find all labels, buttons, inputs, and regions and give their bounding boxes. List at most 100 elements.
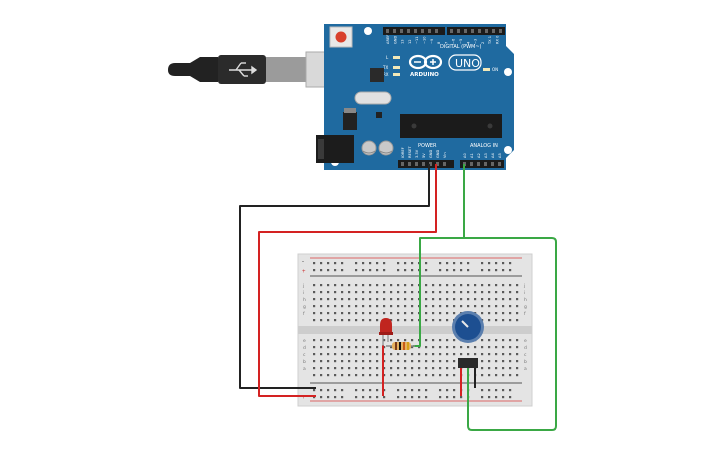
breadboard-hole[interactable] <box>509 346 512 349</box>
breadboard-hole[interactable] <box>355 339 358 342</box>
breadboard-hole[interactable] <box>320 284 323 287</box>
breadboard-hole[interactable] <box>355 389 358 392</box>
breadboard-hole[interactable] <box>376 312 379 315</box>
breadboard-hole[interactable] <box>495 396 498 399</box>
breadboard-hole[interactable] <box>327 339 330 342</box>
breadboard-hole[interactable] <box>362 312 365 315</box>
breadboard-hole[interactable] <box>404 305 407 308</box>
breadboard-hole[interactable] <box>516 353 519 356</box>
breadboard-hole[interactable] <box>502 269 505 272</box>
breadboard-hole[interactable] <box>432 367 435 370</box>
breadboard-hole[interactable] <box>313 298 316 301</box>
breadboard-hole[interactable] <box>418 353 421 356</box>
breadboard-hole[interactable] <box>502 305 505 308</box>
breadboard-hole[interactable] <box>348 291 351 294</box>
breadboard-hole[interactable] <box>320 374 323 377</box>
breadboard-hole[interactable] <box>446 269 449 272</box>
breadboard-hole[interactable] <box>362 353 365 356</box>
breadboard-hole[interactable] <box>439 360 442 363</box>
breadboard-hole[interactable] <box>467 291 470 294</box>
breadboard-hole[interactable] <box>320 389 323 392</box>
breadboard-hole[interactable] <box>341 291 344 294</box>
breadboard-hole[interactable] <box>390 291 393 294</box>
breadboard-hole[interactable] <box>390 339 393 342</box>
breadboard-hole[interactable] <box>411 367 414 370</box>
breadboard-hole[interactable] <box>467 305 470 308</box>
breadboard-hole[interactable] <box>313 312 316 315</box>
breadboard-hole[interactable] <box>320 319 323 322</box>
breadboard-hole[interactable] <box>439 374 442 377</box>
breadboard-hole[interactable] <box>418 346 421 349</box>
breadboard-hole[interactable] <box>320 305 323 308</box>
breadboard-hole[interactable] <box>502 339 505 342</box>
breadboard-hole[interactable] <box>397 262 400 265</box>
breadboard-hole[interactable] <box>397 396 400 399</box>
breadboard-hole[interactable] <box>432 319 435 322</box>
breadboard-hole[interactable] <box>439 353 442 356</box>
breadboard-hole[interactable] <box>467 284 470 287</box>
breadboard-hole[interactable] <box>411 360 414 363</box>
breadboard-hole[interactable] <box>341 396 344 399</box>
breadboard-hole[interactable] <box>334 305 337 308</box>
breadboard-hole[interactable] <box>432 291 435 294</box>
breadboard-hole[interactable] <box>474 353 477 356</box>
breadboard-hole[interactable] <box>418 360 421 363</box>
breadboard-hole[interactable] <box>467 298 470 301</box>
analog-pin-header[interactable] <box>460 160 504 168</box>
breadboard-hole[interactable] <box>439 367 442 370</box>
breadboard-hole[interactable] <box>488 319 491 322</box>
breadboard-hole[interactable] <box>390 353 393 356</box>
breadboard-hole[interactable] <box>453 339 456 342</box>
breadboard-hole[interactable] <box>334 312 337 315</box>
breadboard-hole[interactable] <box>313 262 316 265</box>
breadboard-hole[interactable] <box>488 360 491 363</box>
breadboard-hole[interactable] <box>502 262 505 265</box>
breadboard-hole[interactable] <box>376 353 379 356</box>
breadboard-hole[interactable] <box>383 346 386 349</box>
breadboard-hole[interactable] <box>397 367 400 370</box>
breadboard-hole[interactable] <box>341 346 344 349</box>
breadboard-hole[interactable] <box>467 346 470 349</box>
breadboard-hole[interactable] <box>425 367 428 370</box>
breadboard-hole[interactable] <box>446 305 449 308</box>
breadboard-hole[interactable] <box>404 298 407 301</box>
breadboard-hole[interactable] <box>369 262 372 265</box>
breadboard-hole[interactable] <box>446 374 449 377</box>
breadboard-hole[interactable] <box>432 374 435 377</box>
breadboard-hole[interactable] <box>383 269 386 272</box>
breadboard-hole[interactable] <box>341 298 344 301</box>
breadboard-hole[interactable] <box>369 389 372 392</box>
breadboard-hole[interactable] <box>425 312 428 315</box>
breadboard-hole[interactable] <box>362 269 365 272</box>
breadboard-hole[interactable] <box>355 284 358 287</box>
breadboard-hole[interactable] <box>334 298 337 301</box>
breadboard-hole[interactable] <box>334 291 337 294</box>
breadboard-hole[interactable] <box>509 262 512 265</box>
breadboard-hole[interactable] <box>425 396 428 399</box>
resistor[interactable] <box>386 342 415 350</box>
breadboard-hole[interactable] <box>453 291 456 294</box>
breadboard-hole[interactable] <box>341 360 344 363</box>
breadboard-hole[interactable] <box>348 346 351 349</box>
breadboard-hole[interactable] <box>362 396 365 399</box>
breadboard-hole[interactable] <box>516 346 519 349</box>
breadboard-hole[interactable] <box>446 346 449 349</box>
breadboard-hole[interactable] <box>355 269 358 272</box>
breadboard-hole[interactable] <box>362 291 365 294</box>
breadboard-hole[interactable] <box>313 353 316 356</box>
breadboard-hole[interactable] <box>488 291 491 294</box>
breadboard-hole[interactable] <box>369 346 372 349</box>
arduino-uno-board[interactable]: DIGITAL (PWM~) L TX RX ON ARDUINO UNO <box>316 24 514 170</box>
breadboard-hole[interactable] <box>362 346 365 349</box>
breadboard-hole[interactable] <box>411 346 414 349</box>
breadboard-hole[interactable] <box>439 284 442 287</box>
breadboard-hole[interactable] <box>516 305 519 308</box>
breadboard-hole[interactable] <box>313 367 316 370</box>
breadboard-hole[interactable] <box>327 374 330 377</box>
breadboard-hole[interactable] <box>404 291 407 294</box>
breadboard-hole[interactable] <box>334 353 337 356</box>
breadboard-hole[interactable] <box>516 298 519 301</box>
breadboard-hole[interactable] <box>502 367 505 370</box>
breadboard-hole[interactable] <box>467 269 470 272</box>
breadboard-hole[interactable] <box>411 262 414 265</box>
